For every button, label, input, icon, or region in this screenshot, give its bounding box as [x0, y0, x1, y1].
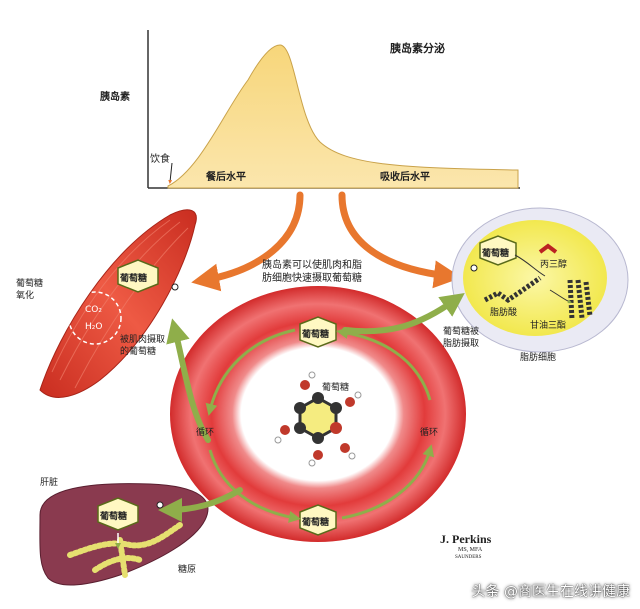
atom — [280, 425, 290, 435]
atom — [294, 402, 306, 414]
atom — [354, 391, 362, 399]
oxidation-circle — [68, 291, 122, 345]
atom — [348, 452, 356, 460]
muscle-oxidation-label: 葡萄糖 氧化 — [16, 278, 43, 302]
glycerol-label: 丙三醇 — [540, 260, 568, 270]
center-description-line2: 肪细胞快速摄取葡萄糖 — [262, 273, 362, 284]
fat-uptake-line2: 脂肪摄取 — [443, 339, 480, 349]
muscle-uptake-line1: 被肌肉摄取 — [120, 335, 166, 345]
atom — [308, 459, 316, 467]
muscle-oxidation-line2: 氧化 — [16, 291, 35, 301]
atom — [340, 443, 350, 453]
glucose-molecule — [274, 371, 362, 467]
fat-glucose-label: 葡萄糖 — [482, 249, 510, 259]
liver-glucose-label: 葡萄糖 — [100, 512, 128, 522]
center-description-line1: 胰岛素可以使肌肉和脂 — [262, 260, 362, 271]
triglyceride-label: 甘油三酯 — [530, 321, 567, 331]
green-arrow-to-muscle — [166, 318, 211, 443]
liver-receptor — [156, 501, 164, 509]
glycerol-molecule — [538, 243, 558, 254]
muscle-glucose-hexagon — [117, 259, 159, 293]
graph-ylabel: 胰岛素 — [100, 92, 130, 103]
atom — [313, 450, 323, 460]
green-arrow-circ-left-bottom — [208, 449, 301, 523]
circulation-left-label: 循环 — [196, 428, 215, 438]
fat-uptake-label: 葡萄糖被 脂肪摄取 — [443, 326, 479, 350]
glycogen-label: 糖原 — [178, 565, 197, 575]
meal-arrow — [168, 162, 173, 184]
green-arrow-circ-right-top — [336, 327, 432, 401]
atom — [300, 380, 310, 390]
watermark-text: 头条 @商医生在线讲健康 — [471, 584, 630, 600]
ring-top-glucose-label: 葡萄糖 — [302, 330, 330, 340]
postmeal-label: 餐后水平 — [206, 172, 246, 183]
muscle-uptake-line2: 的葡萄糖 — [120, 347, 157, 357]
muscle-glucose-label: 葡萄糖 — [120, 274, 148, 284]
center-description: 胰岛素可以使肌肉和脂 肪细胞快速摄取葡萄糖 — [262, 259, 362, 285]
co2-label: CO₂ — [85, 305, 102, 315]
insulin-secretion-graph — [147, 30, 520, 189]
atom — [330, 402, 342, 414]
muscle-fibers — [51, 219, 189, 389]
green-arrow-circ-right-bottom — [341, 444, 435, 520]
atom — [294, 422, 306, 434]
ring-top-glucose-hexagon — [299, 316, 337, 348]
credit-publisher: SAUNDERS — [455, 555, 482, 560]
atom — [312, 432, 324, 444]
fasting-label: 吸收后水平 — [380, 172, 430, 183]
liver-glucose-hexagon — [97, 497, 139, 531]
ring-bottom-glucose-label: 葡萄糖 — [302, 518, 330, 528]
fat-glucose-hexagon — [479, 235, 517, 266]
credit-name: J. Perkins — [440, 532, 492, 546]
muscle-uptake-label: 被肌肉摄取 的葡萄糖 — [120, 334, 165, 358]
meal-label: 饮食 — [150, 154, 170, 165]
orange-arrow-to-muscle — [191, 191, 304, 292]
fatty-acid-label: 脂肪酸 — [490, 308, 518, 318]
molecule-label: 葡萄糖 — [322, 383, 350, 393]
muscle-receptor — [171, 283, 179, 291]
atom — [312, 392, 324, 404]
atom — [274, 436, 282, 444]
circulation-right-label: 循环 — [420, 428, 439, 438]
green-arrow-circ-left-top — [205, 328, 296, 416]
fat-receptor — [470, 264, 478, 272]
fat-cell-label: 脂肪细胞 — [520, 353, 557, 363]
orange-arrow-to-fat — [338, 191, 462, 289]
fatty-acid-chain — [483, 275, 542, 304]
h2o-label: H₂O — [85, 322, 103, 332]
fat-pathway-arrows — [514, 254, 570, 302]
atom — [345, 397, 355, 407]
muscle-group — [39, 209, 197, 398]
green-arrow-to-liver — [158, 487, 243, 522]
atom — [330, 422, 342, 434]
muscle-oxidation-line1: 葡萄糖 — [16, 279, 44, 289]
atom — [308, 371, 316, 379]
green-arrow-to-fat — [342, 293, 465, 335]
fat-cell-group — [451, 207, 629, 353]
muscle-body — [39, 209, 197, 398]
fat-uptake-line1: 葡萄糖被 — [443, 327, 480, 337]
credit-degree: MS, MFA — [458, 547, 483, 553]
graph-title: 胰岛素分泌 — [390, 42, 445, 55]
ring-bottom-glucose-hexagon — [299, 504, 337, 536]
liver-title: 肝脏 — [40, 478, 59, 488]
insulin-curve — [167, 44, 519, 189]
